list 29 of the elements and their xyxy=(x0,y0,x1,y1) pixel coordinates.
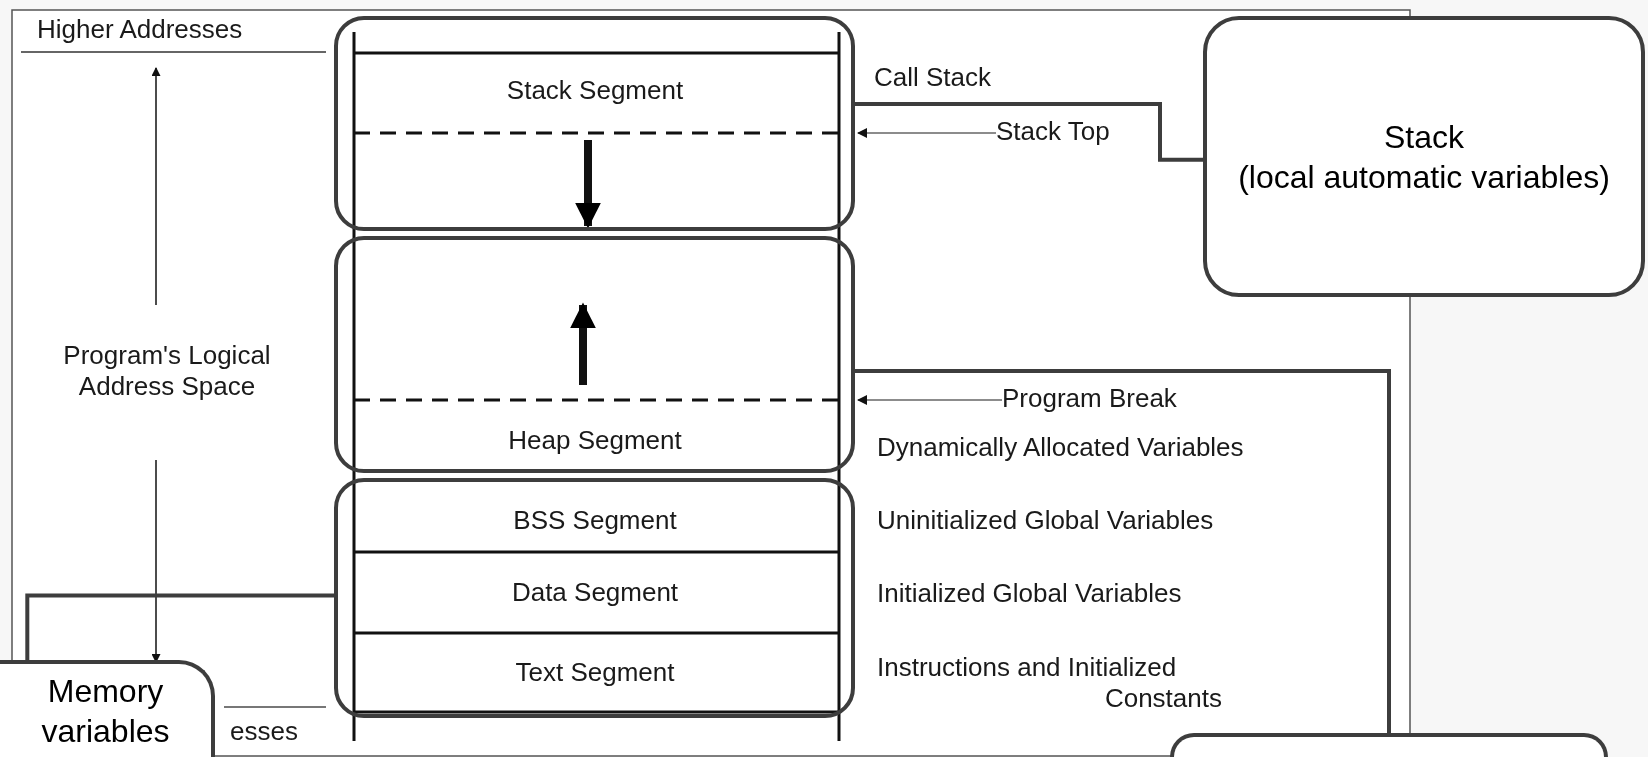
annotation-text: Uninitialized Global Variables xyxy=(877,505,1214,536)
connector-line xyxy=(855,369,1391,733)
callout-box xyxy=(1203,16,1645,297)
callout-text: (local automatic variables) xyxy=(1238,157,1610,197)
connector-line xyxy=(25,593,334,660)
connector-line xyxy=(857,128,997,138)
annotation-text: Call Stack xyxy=(874,62,992,93)
segment-label: Text Segment xyxy=(360,650,830,694)
annotation-text: Initialized Global Variables xyxy=(877,578,1182,609)
axis-label: Program's Logical Address Space xyxy=(62,340,272,402)
callout-box xyxy=(0,660,215,757)
segment-label: BSS Segment xyxy=(360,498,830,542)
connector-line xyxy=(857,395,1003,405)
connector-line xyxy=(855,101,1203,162)
group-outline xyxy=(334,16,855,231)
callout-box xyxy=(1170,733,1608,757)
group-outline xyxy=(334,478,855,718)
segment-label: Stack Segment xyxy=(360,68,830,112)
group-outline xyxy=(334,236,855,473)
axis-label: Higher Addresses xyxy=(37,14,243,45)
axis-label: esses xyxy=(230,716,298,747)
callout-text: Stack xyxy=(1384,117,1464,157)
annotation-text: Instructions and Initialized Constants xyxy=(877,652,1222,714)
annotation-text: Program Break xyxy=(1002,383,1202,417)
segment-label: Heap Segment xyxy=(360,418,830,462)
annotation-text: Stack Top xyxy=(996,116,1136,150)
segment-label: Data Segment xyxy=(360,570,830,614)
callout-text: Memory variables xyxy=(40,671,171,751)
annotation-text: Dynamically Allocated Variables xyxy=(877,432,1244,463)
